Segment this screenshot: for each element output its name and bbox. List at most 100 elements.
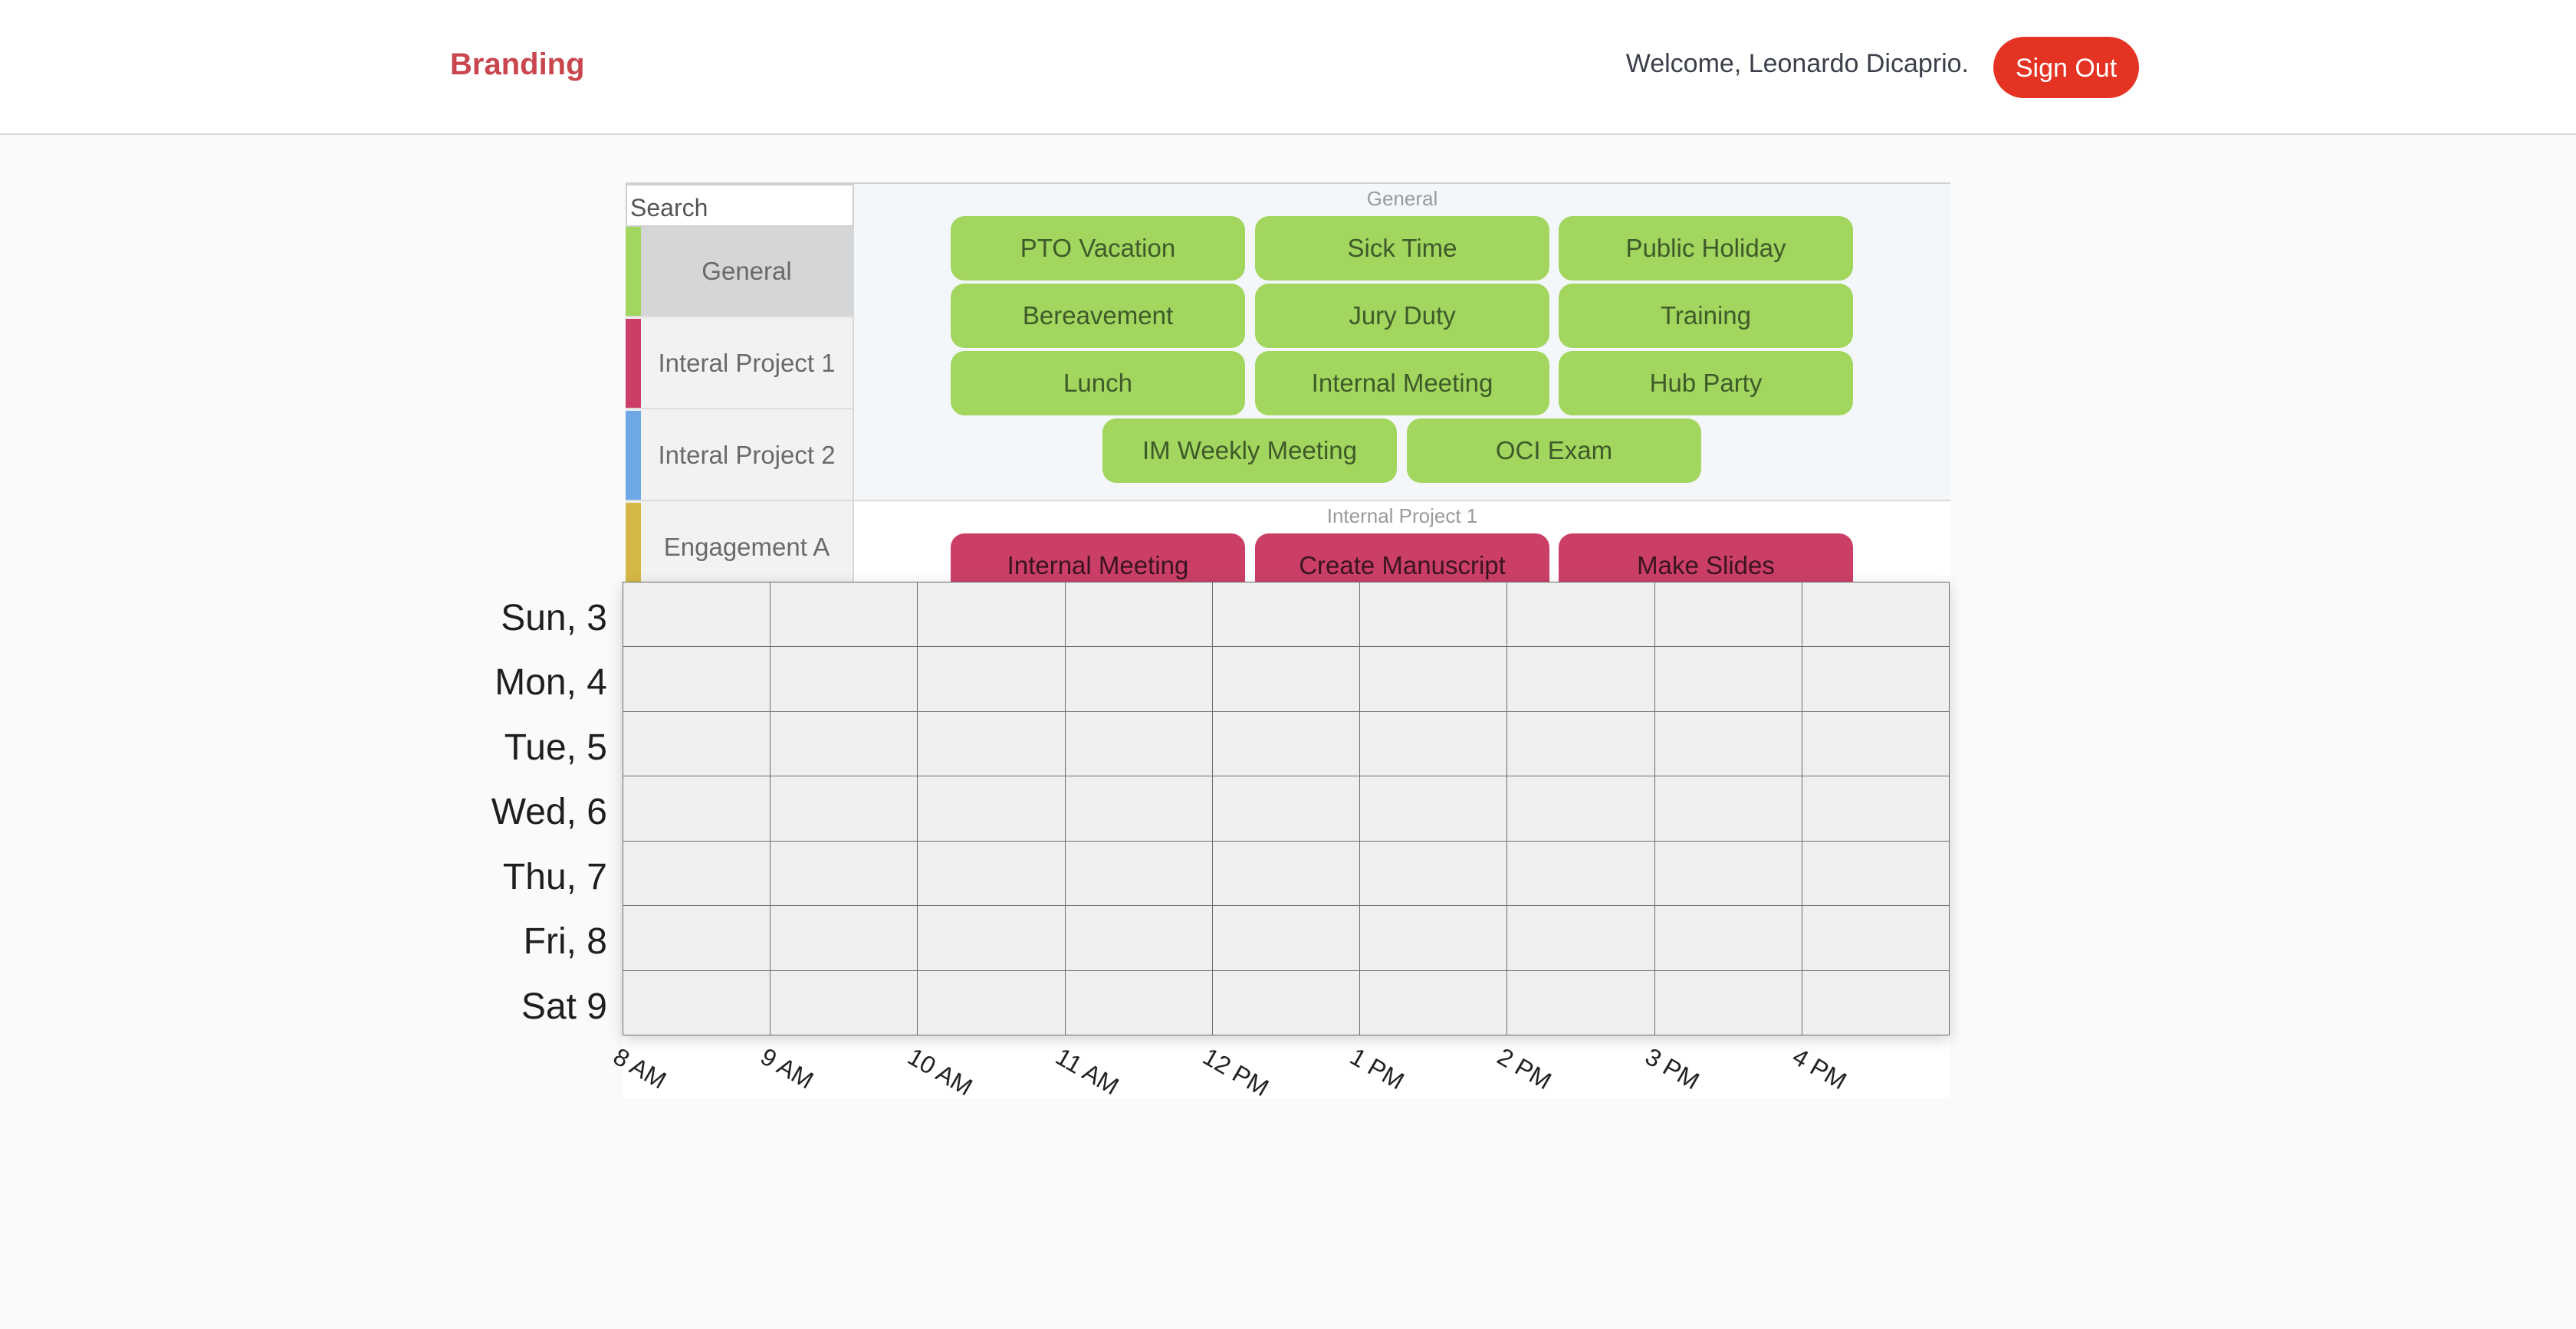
calendar-cell[interactable]	[770, 582, 918, 648]
weekly-calendar-grid	[623, 582, 1950, 1035]
calendar-cell[interactable]	[1801, 582, 1950, 648]
activity-chip-bereavement[interactable]: Bereavement	[951, 284, 1245, 348]
calendar-cell[interactable]	[917, 776, 1066, 842]
calendar-cell[interactable]	[1064, 840, 1213, 907]
category-color-swatch	[626, 411, 641, 500]
calendar-cell[interactable]	[1506, 970, 1655, 1035]
calendar-cell[interactable]	[1801, 646, 1950, 712]
category-color-swatch	[626, 227, 641, 316]
calendar-cell[interactable]	[1506, 776, 1655, 842]
calendar-cell[interactable]	[1506, 582, 1655, 648]
activity-chip-internal-meeting[interactable]: Internal Meeting	[951, 533, 1245, 584]
calendar-cell[interactable]	[1211, 710, 1361, 777]
calendar-cell[interactable]	[770, 646, 918, 712]
calendar-cell[interactable]	[1359, 905, 1508, 971]
calendar-cell[interactable]	[770, 905, 918, 971]
calendar-cell[interactable]	[1211, 970, 1361, 1035]
calendar-cell[interactable]	[623, 776, 771, 842]
brand-logo[interactable]: Branding	[450, 48, 585, 81]
calendar-cell[interactable]	[917, 970, 1066, 1035]
calendar-cell[interactable]	[1211, 905, 1361, 971]
calendar-cell[interactable]	[623, 646, 771, 712]
calendar-cell[interactable]	[1801, 710, 1950, 777]
calendar-cell[interactable]	[1654, 776, 1802, 842]
calendar-cell[interactable]	[1801, 776, 1950, 842]
calendar-cell[interactable]	[1506, 905, 1655, 971]
search-input[interactable]	[626, 184, 854, 227]
top-navbar: Branding Welcome, Leonardo Dicaprio. Sig…	[0, 0, 2576, 135]
calendar-cell[interactable]	[1359, 840, 1508, 907]
activity-chip-pto-vacation[interactable]: PTO Vacation	[951, 216, 1245, 281]
calendar-cell[interactable]	[917, 905, 1066, 971]
activity-chip-training[interactable]: Training	[1559, 284, 1853, 348]
calendar-cell[interactable]	[1064, 776, 1213, 842]
calendar-cell[interactable]	[1064, 646, 1213, 712]
calendar-cell[interactable]	[1801, 905, 1950, 971]
activity-chip-create-manuscript[interactable]: Create Manuscript	[1255, 533, 1549, 584]
day-label: Sun, 3	[501, 598, 607, 638]
activity-chip-hub-party[interactable]: Hub Party	[1559, 351, 1853, 415]
day-label: Thu, 7	[502, 856, 607, 897]
calendar-cell[interactable]	[1064, 905, 1213, 971]
activity-chip-oci-exam[interactable]: OCI Exam	[1407, 418, 1701, 483]
calendar-cell[interactable]	[623, 710, 771, 777]
activity-chip-lunch[interactable]: Lunch	[951, 351, 1245, 415]
sidebar-item-interal-project-2[interactable]: Interal Project 2	[626, 411, 853, 501]
activity-chip-im-weekly-meeting[interactable]: IM Weekly Meeting	[1102, 418, 1397, 483]
calendar-cell[interactable]	[623, 970, 771, 1035]
calendar-cell[interactable]	[1506, 646, 1655, 712]
calendar-cell[interactable]	[1654, 710, 1802, 777]
welcome-text: Welcome, Leonardo Dicaprio.	[1625, 49, 1969, 78]
calendar-cell[interactable]	[770, 776, 918, 842]
calendar-cell[interactable]	[917, 582, 1066, 648]
calendar-cell[interactable]	[1654, 905, 1802, 971]
calendar-cell[interactable]	[917, 646, 1066, 712]
calendar-cell[interactable]	[623, 840, 771, 907]
sidebar-item-engagement-a[interactable]: Engagement A	[626, 503, 853, 584]
calendar-cell[interactable]	[917, 840, 1066, 907]
activity-chip-sick-time[interactable]: Sick Time	[1255, 216, 1549, 281]
calendar-cell[interactable]	[1211, 840, 1361, 907]
sign-out-button[interactable]: Sign Out	[1993, 37, 2139, 98]
sidebar-item-interal-project-1[interactable]: Interal Project 1	[626, 319, 853, 409]
activity-chip-public-holiday[interactable]: Public Holiday	[1559, 216, 1853, 281]
calendar-cell[interactable]	[1654, 646, 1802, 712]
time-axis-area	[623, 1035, 1949, 1098]
calendar-cell[interactable]	[770, 970, 918, 1035]
calendar-cell[interactable]	[770, 840, 918, 907]
calendar-cell[interactable]	[1211, 646, 1361, 712]
calendar-cell[interactable]	[1506, 710, 1655, 777]
calendar-cell[interactable]	[1654, 970, 1802, 1035]
sidebar-item-label: Interal Project 1	[658, 349, 836, 377]
activity-chip-make-slides[interactable]: Make Slides	[1559, 533, 1853, 584]
calendar-cell[interactable]	[1359, 582, 1508, 648]
calendar-cell[interactable]	[1654, 582, 1802, 648]
calendar-cell[interactable]	[1801, 970, 1950, 1035]
calendar-cell[interactable]	[1359, 776, 1508, 842]
day-label: Fri, 8	[523, 921, 607, 963]
calendar-cell[interactable]	[1064, 970, 1213, 1035]
calendar-cell[interactable]	[1064, 582, 1213, 648]
day-label: Tue, 5	[504, 727, 607, 768]
calendar-cell[interactable]	[1359, 710, 1508, 777]
calendar-cell[interactable]	[917, 710, 1066, 777]
activity-chip-jury-duty[interactable]: Jury Duty	[1255, 284, 1549, 348]
calendar-cell[interactable]	[623, 905, 771, 971]
category-color-swatch	[626, 503, 641, 584]
calendar-cell[interactable]	[1359, 646, 1508, 712]
calendar-cell[interactable]	[1211, 776, 1361, 842]
calendar-cell[interactable]	[1359, 970, 1508, 1035]
sidebar-item-general[interactable]: General	[626, 227, 853, 317]
calendar-cell[interactable]	[1801, 840, 1950, 907]
calendar-cell[interactable]	[1211, 582, 1361, 648]
calendar-cell[interactable]	[623, 582, 771, 648]
calendar-cell[interactable]	[1654, 840, 1802, 907]
activity-chip-internal-meeting[interactable]: Internal Meeting	[1255, 351, 1549, 415]
calendar-cell[interactable]	[1506, 840, 1655, 907]
calendar-cell[interactable]	[1064, 710, 1213, 777]
calendar-cell[interactable]	[770, 710, 918, 777]
